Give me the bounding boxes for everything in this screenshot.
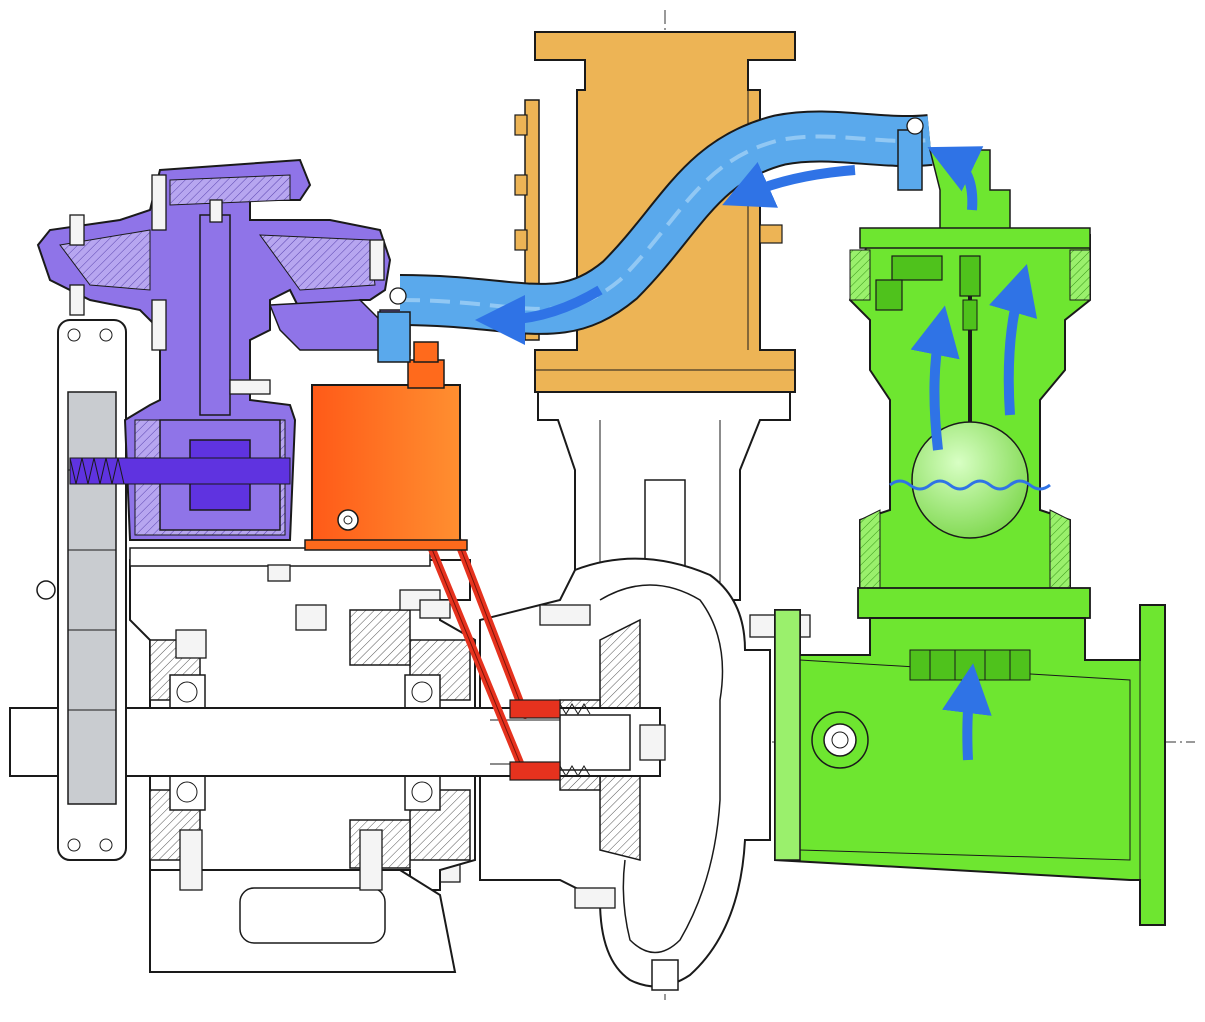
flow-arrow-icon <box>927 146 984 211</box>
flow-arrow-icon <box>942 663 992 761</box>
flow-arrow-icon <box>722 162 856 208</box>
priming-vacuum-pump <box>36 158 411 541</box>
flow-arrow-icon <box>910 305 960 451</box>
flow-arrows <box>475 146 1038 761</box>
float-ball-icon <box>911 421 1029 539</box>
hose-clamp-icon <box>897 129 923 191</box>
air-separator <box>848 227 1091 591</box>
coupling-guard <box>36 319 127 861</box>
flow-arrow-icon <box>475 285 603 345</box>
flow-arrow-icon <box>989 263 1038 416</box>
hose-clamp-icon <box>377 311 411 363</box>
oil-reservoir <box>304 341 468 551</box>
air-hose <box>377 110 1011 363</box>
bearing-housing <box>9 547 666 973</box>
pump-casing <box>419 391 811 991</box>
